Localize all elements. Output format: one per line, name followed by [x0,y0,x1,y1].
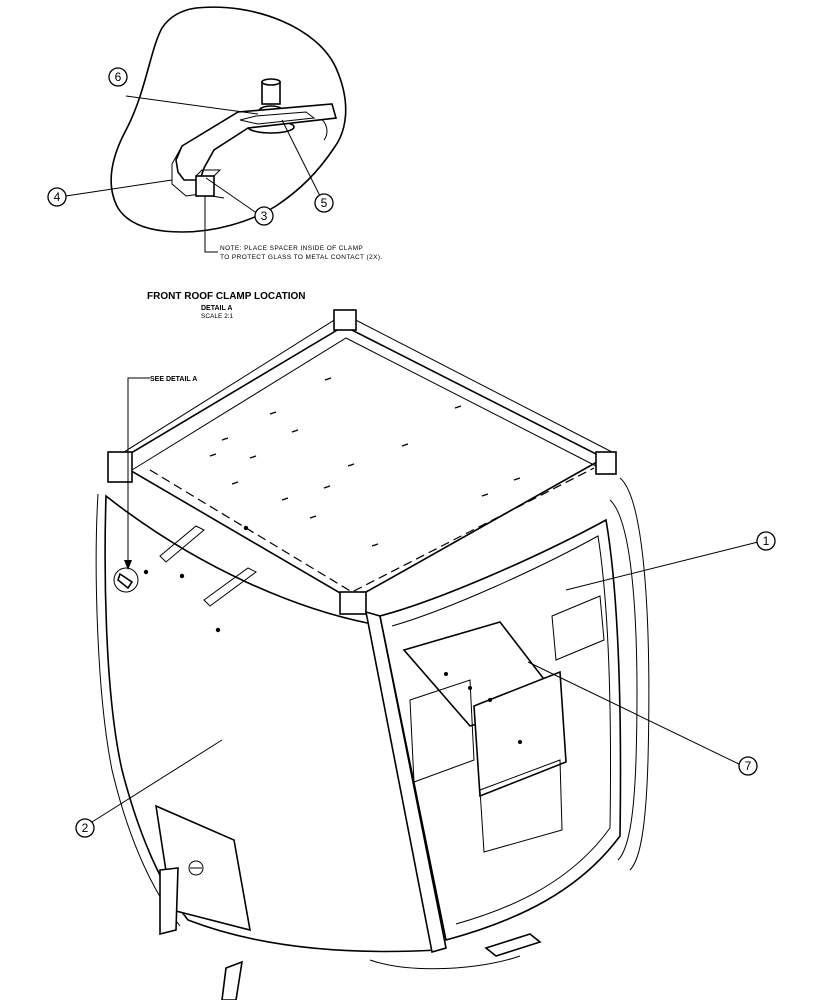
side-glass-panel [609,499,638,861]
callout-6: 6 [108,67,128,87]
callout-1: 1 [756,531,776,551]
callout-2: 2 [75,818,95,838]
svg-text:3: 3 [261,209,268,223]
roof-marks [209,377,521,547]
cab-view [95,309,650,1000]
svg-text:4: 4 [54,190,61,204]
roof-clamp [175,103,338,181]
svg-text:6: 6 [115,70,122,84]
detail-label: DETAIL A [201,305,232,312]
detail-a-view [110,6,347,253]
note-line-2: TO PROTECT GLASS TO METAL CONTACT (2X). [220,254,383,261]
corner-pillar [364,610,447,954]
svg-text:5: 5 [321,196,328,210]
detail-title: FRONT ROOF CLAMP LOCATION [147,291,306,302]
see-detail-leader [127,377,150,566]
svg-text:7: 7 [745,759,752,773]
note-line-1: NOTE: PLACE SPACER INSIDE OF CLAMP [220,245,363,252]
see-detail-label: SEE DETAIL A [150,376,197,383]
callout-4: 4 [47,187,67,207]
detail-scale: SCALE 2:1 [201,313,234,320]
callout-5: 5 [314,193,334,213]
callout-7: 7 [738,756,758,776]
callout-3: 3 [254,206,274,226]
svg-text:1: 1 [763,534,770,548]
svg-text:2: 2 [82,821,89,835]
